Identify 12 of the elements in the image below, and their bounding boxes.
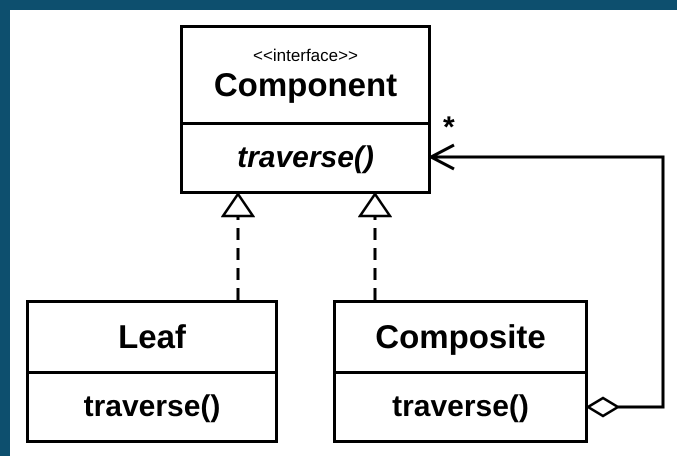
class-box [180, 25, 431, 194]
class-box [26, 300, 278, 443]
method-label: traverse() [84, 389, 220, 425]
realization-arrow [222, 192, 254, 300]
class-name: Composite [375, 318, 546, 356]
stereotype-label: <<interface>> [253, 46, 358, 66]
class-name: Leaf [118, 318, 186, 356]
method-label: traverse() [237, 140, 374, 176]
class-box [333, 300, 588, 443]
method-label: traverse() [392, 389, 529, 425]
realization-arrow [358, 192, 392, 300]
class-name: Component [214, 66, 398, 104]
